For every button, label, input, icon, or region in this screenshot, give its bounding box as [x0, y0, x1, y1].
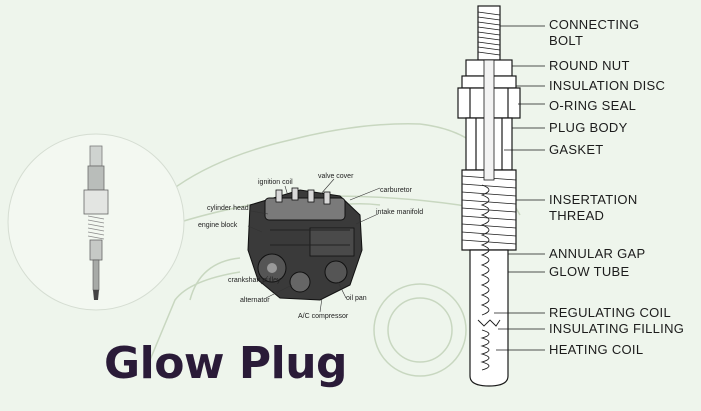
part-label-insertation-thread: INSERTATION THREAD — [549, 192, 638, 223]
part-label-glow-tube: GLOW TUBE — [549, 264, 630, 279]
part-label-connecting-bolt: CONNECTING BOLT — [549, 17, 640, 48]
part-label-heating-coil: HEATING COIL — [549, 342, 644, 357]
part-label-insulation-disc: INSULATION DISC — [549, 78, 666, 93]
part-label-round-nut: ROUND NUT — [549, 58, 630, 73]
plug-photo-inset — [7, 133, 185, 311]
part-label-plug-body: PLUG BODY — [549, 120, 628, 135]
part-label-gasket: GASKET — [549, 142, 604, 157]
engine-label-cylinder-head: cylinder head — [207, 205, 249, 212]
engine-label-ignition-coil: ignition coil — [258, 179, 293, 186]
glow-plug-cutaway — [457, 5, 521, 387]
engine-label-intake-manifold: intake manifold — [376, 209, 423, 216]
engine-label-oil-pan: oil pan — [346, 295, 367, 302]
page-title: Glow Plug — [104, 338, 348, 389]
engine-label-carburetor: carburetor — [380, 187, 413, 194]
engine-label-alternator: alternator — [240, 297, 270, 304]
part-label-annular-gap: ANNULAR GAP — [549, 246, 646, 261]
engine-leader-lines — [247, 178, 381, 313]
engine-label-ac-compressor: A/C compressor — [298, 313, 349, 320]
engine-illustration — [247, 187, 363, 301]
engine-label-engine-block: engine block — [198, 222, 238, 229]
engine-label-crankshaft-pulley: crankshaft pulley — [228, 277, 281, 284]
plug-leader-lines — [494, 25, 545, 351]
part-label-regulating-coil: REGULATING COIL — [549, 305, 672, 320]
part-label-o-ring-seal: O-RING SEAL — [549, 98, 637, 113]
part-label-insulating-filling: INSULATING FILLING — [549, 321, 685, 336]
engine-label-valve-cover: valve cover — [318, 173, 354, 180]
